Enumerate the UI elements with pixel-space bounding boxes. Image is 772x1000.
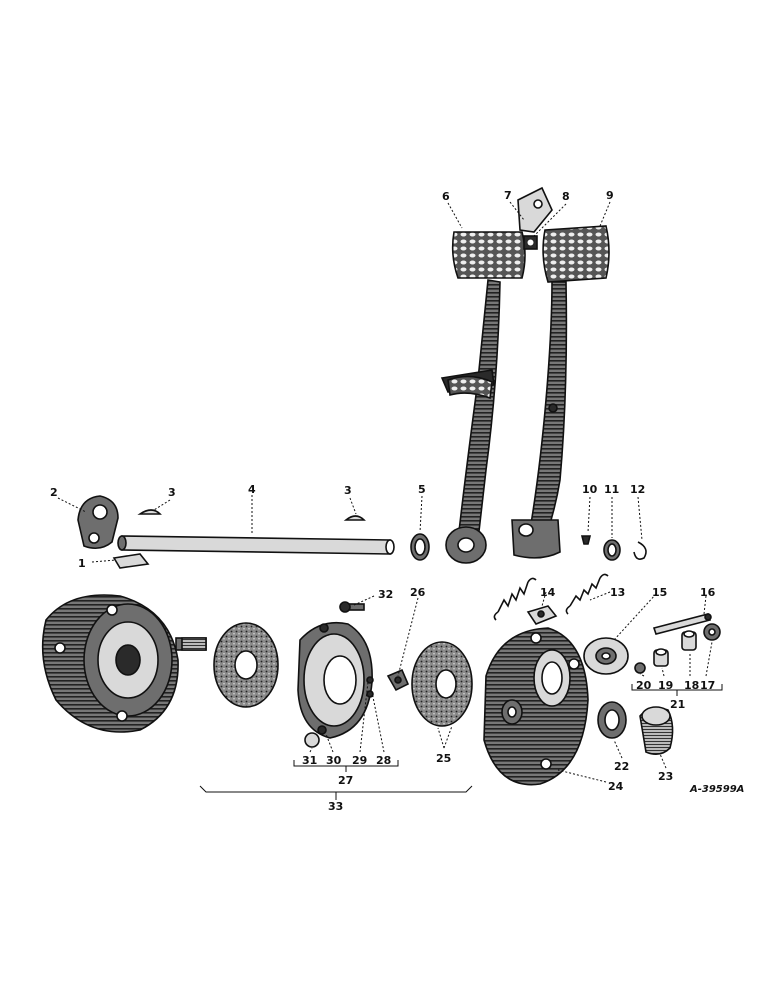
callout-19: 19 [658,679,673,692]
actuator-pin [366,676,374,698]
callout-15: 15 [652,586,667,599]
adjusting-nut-17 [703,623,721,641]
callout-29: 29 [352,754,367,767]
callout-26: 26 [410,586,426,599]
leader-lines [57,201,713,783]
callout-10: 10 [582,483,598,496]
callout-16: 16 [700,586,716,599]
callout-17: 17 [700,679,715,692]
callout-9: 9 [606,189,614,202]
adjusting-washer-20 [634,662,646,674]
pedal-latch [517,186,553,233]
brake-actuating-assembly [297,621,373,739]
brake-cover [483,627,589,786]
right-brake-pedal [511,225,610,559]
callout-1: 1 [78,557,86,570]
cover-seal-retainer [583,637,629,675]
bracket-33 [199,785,473,800]
callout-4: 4 [248,483,256,496]
callout-3-left: 3 [168,486,176,499]
callout-27: 27 [338,774,353,787]
adjusting-sleeve-18 [681,630,697,651]
callout-12: 12 [630,483,645,496]
woodruff-key-right [343,515,366,521]
cover-seal [597,701,627,739]
actuator-ball [304,732,320,748]
callout-3-right: 3 [344,484,352,497]
spring-anchor [526,605,558,625]
pedal-washer [603,539,621,561]
callout-13: 13 [610,586,625,599]
callout-32: 32 [378,588,393,601]
callout-14: 14 [540,586,556,599]
callout-33: 33 [328,800,343,813]
pedal-small-pin [580,535,592,545]
pedal-shaft [117,535,395,555]
callout-2: 2 [50,486,58,499]
left-brake-pedal [440,231,526,564]
callout-7: 7 [504,189,512,202]
bracket-27 [293,760,399,772]
return-spring-right [565,573,609,615]
adjusting-screw [652,613,712,635]
callout-11: 11 [604,483,619,496]
shaft-washer [410,533,430,561]
callout-20: 20 [636,679,652,692]
actuator-link [386,668,410,692]
callout-21: 21 [670,698,685,711]
callout-30: 30 [326,754,342,767]
actuator-bolt [339,601,365,613]
callout-6: 6 [442,190,450,203]
callout-5: 5 [418,483,426,496]
bracket-21 [631,684,723,696]
callout-23: 23 [658,770,673,783]
callout-28: 28 [376,754,391,767]
callout-24: 24 [608,780,624,793]
callout-labels: 1 2 3 4 3 5 6 7 8 9 10 11 12 13 14 15 16… [50,189,744,813]
snap-ring [633,541,647,560]
differential-brake-housing [41,594,207,733]
shaft-bracket [77,495,119,550]
adjusting-sleeve-19 [653,648,669,667]
drawing-reference: A-39599A [689,784,744,795]
callout-31: 31 [302,754,317,767]
bracket-gasket [112,553,150,569]
callout-25: 25 [436,752,451,765]
latch-nut [523,235,538,250]
return-spring-left [493,577,537,621]
callout-18: 18 [684,679,699,692]
callout-22: 22 [614,760,629,773]
woodruff-key-left [137,509,162,515]
callout-8: 8 [562,190,570,203]
brake-disc-left [213,622,279,708]
brake-disc-right [411,641,473,727]
cover-cap [639,706,674,756]
